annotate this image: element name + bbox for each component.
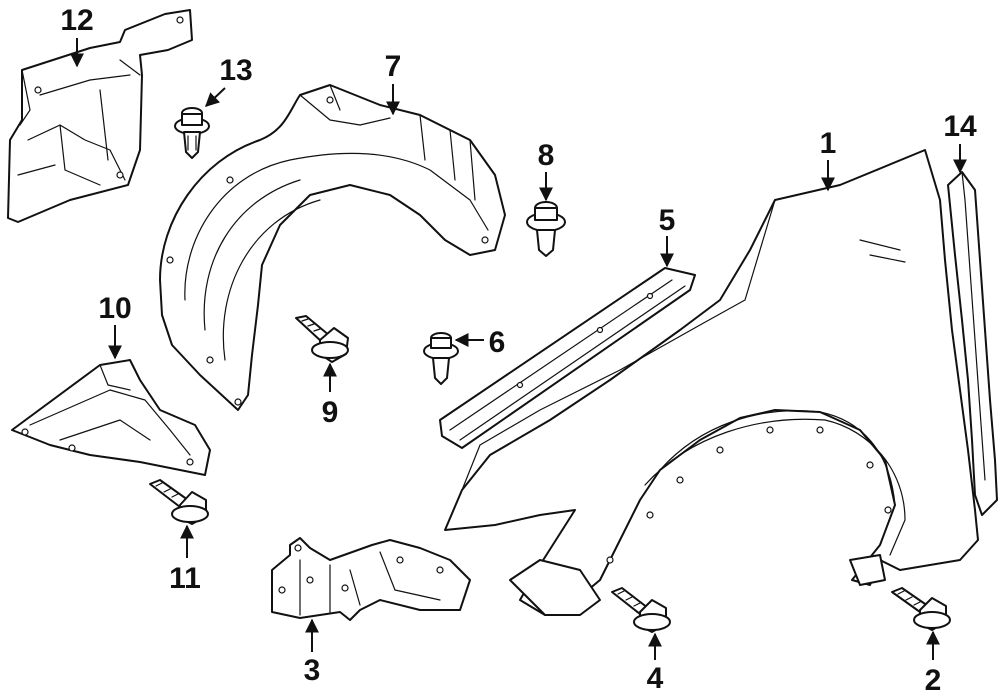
leader-13 [204,87,226,107]
part-5-fender-rail [439,267,696,449]
callout-14: 14 [943,110,977,143]
part-1-fender [444,149,979,616]
callout-3: 3 [304,654,321,687]
callout-2: 2 [925,664,942,694]
callout-12: 12 [60,4,93,37]
part-7-wheel-liner [159,84,506,411]
part-10-lower-shield [11,359,211,476]
part-9-bolt [295,315,349,363]
callout-8: 8 [538,139,555,172]
part-12-splash-shield [7,9,193,223]
callout-leaders [70,38,967,660]
part-11-bolt [149,479,209,525]
callout-labels: 1 2 3 4 5 6 7 8 9 10 11 12 13 14 [60,4,977,694]
callout-5: 5 [659,204,676,237]
part-14-weatherstrip [947,171,998,516]
callout-11: 11 [169,562,201,595]
callout-6: 6 [489,326,506,359]
callout-7: 7 [385,50,402,83]
part-4-bolt [611,587,671,633]
part-6-push-clip [423,332,459,385]
callout-1: 1 [820,127,837,160]
part-13-push-clip [174,107,210,159]
part-3-bracket [271,537,471,621]
callout-10: 10 [98,292,131,325]
callout-9: 9 [322,396,339,429]
part-8-push-clip [526,201,566,257]
part-2-bolt [891,587,951,631]
callout-4: 4 [647,662,664,694]
callout-13: 13 [219,54,252,87]
